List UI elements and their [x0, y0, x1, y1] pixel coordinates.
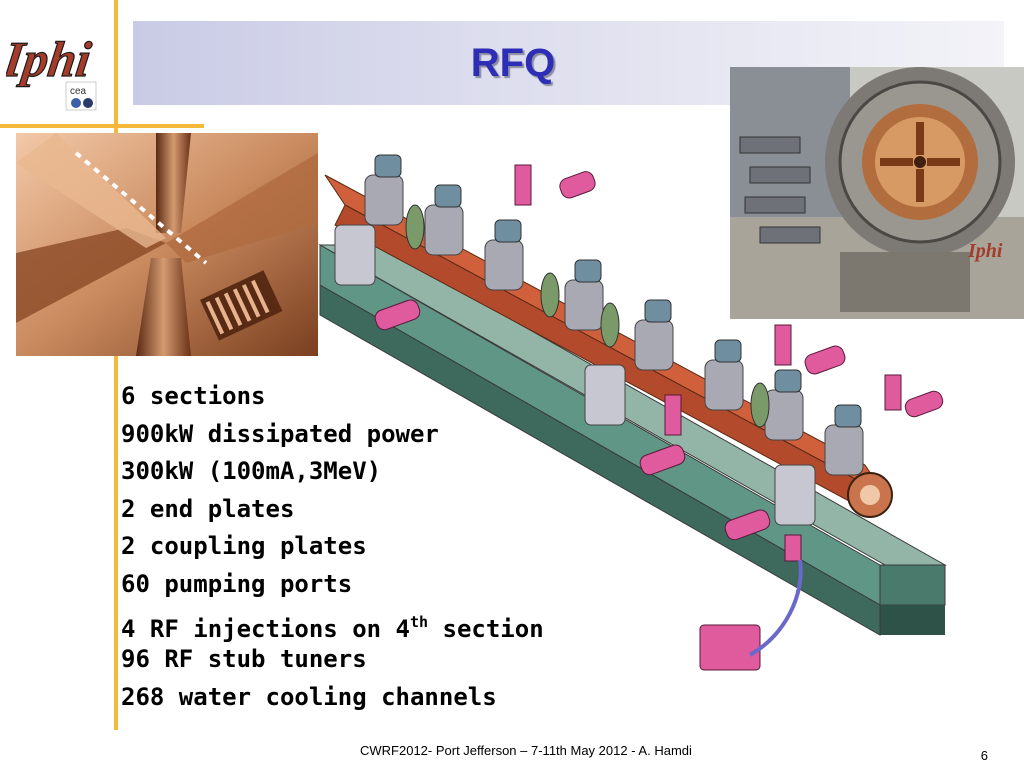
slide-footer: CWRF2012- Port Jefferson – 7-11th May 20…	[360, 743, 692, 758]
rfq-section-photo: Iphi	[730, 67, 1024, 319]
title-bar: RFQ	[133, 21, 1004, 105]
list-item: 268 water cooling channels	[121, 682, 497, 711]
cnrs-logo-icon	[71, 98, 81, 108]
frame-horizontal-line	[0, 124, 204, 128]
list-item: 2 end plates	[121, 494, 295, 523]
frame-vertical-line	[114, 0, 118, 730]
feature-list: 6 sections 900kW dissipated power 300kW …	[121, 378, 544, 716]
list-item: 900kW dissipated power	[121, 419, 439, 448]
vane-closeup-photo	[16, 133, 318, 356]
page-number: 6	[980, 748, 988, 763]
list-item: 300kW (100mA,3MeV)	[121, 457, 382, 486]
list-item: 6 sections	[121, 382, 266, 410]
photo-logo-text: Iphi	[967, 240, 1003, 262]
logo-text: Iphi	[6, 31, 94, 87]
rfq-body	[324, 154, 893, 526]
list-item: 96 RF stub tuners	[121, 645, 367, 674]
rfq-cad-illustration	[318, 154, 947, 671]
logo-sub-text: cea	[70, 86, 87, 97]
list-item: 2 coupling plates	[121, 532, 367, 561]
slide-title: RFQ	[133, 21, 893, 105]
superscript: th	[409, 612, 429, 631]
slide-title-text: RFQ	[470, 40, 556, 85]
list-item: 60 pumping ports	[121, 569, 353, 598]
rf-injection-ports	[374, 164, 944, 671]
iphi-logo: Iphi cea	[6, 31, 97, 111]
list-item: 4 RF injections on 4th section	[121, 612, 544, 643]
